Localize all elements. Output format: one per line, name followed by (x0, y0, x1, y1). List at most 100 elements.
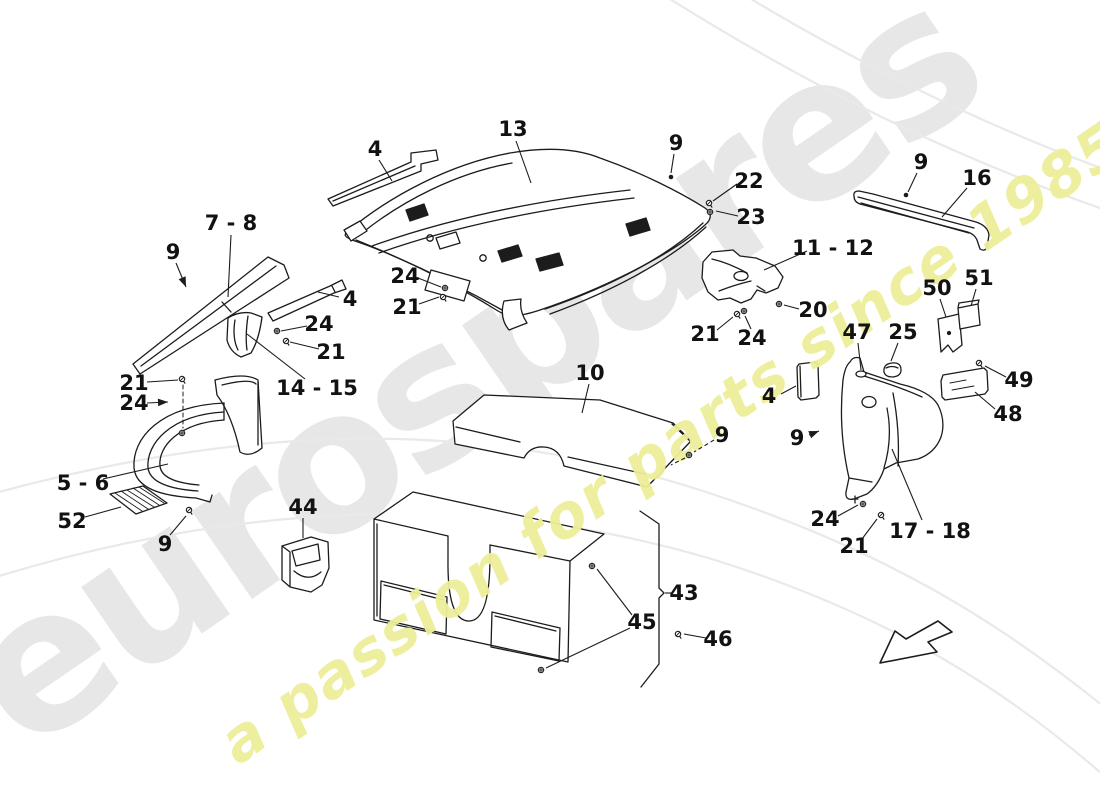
watermark-swoosh-2 (0, 512, 1100, 774)
fastener-screw-12 (877, 511, 885, 520)
callout-label-4-roof-strip: 4 (368, 137, 383, 161)
part-headliner-13 (343, 148, 711, 331)
callout-21-arch: 21 (119, 371, 179, 395)
fastener-screw-3 (439, 293, 447, 302)
part-clip-47 (855, 370, 867, 378)
callout-5-6: 5 - 6 (57, 463, 169, 495)
callout-4-pad: 4 (762, 384, 797, 408)
callout-50: 50 (922, 276, 952, 318)
callout-label-17-18: 17 - 18 (889, 519, 971, 543)
callout-24-arch: 24 (119, 391, 169, 415)
callout-10: 10 (575, 361, 605, 414)
callout-label-50: 50 (922, 276, 951, 300)
callout-label-52: 52 (57, 509, 86, 533)
fastener-nut-2 (441, 284, 449, 292)
callout-label-4-pillar-strip: 4 (343, 287, 358, 311)
callout-label-14-15: 14 - 15 (276, 376, 358, 400)
fastener-nut-4 (273, 327, 281, 335)
fastener-nut-7 (178, 429, 186, 437)
callout-label-44: 44 (288, 495, 317, 519)
callout-23: 23 (715, 205, 766, 229)
callout-43: 43 (665, 581, 699, 605)
callout-4-pillar-strip: 4 (317, 287, 358, 311)
callout-label-9-shelf: 9 (715, 423, 730, 447)
callout-52: 52 (57, 506, 122, 533)
callout-20: 20 (783, 298, 828, 322)
fastener-screw-8 (733, 310, 741, 319)
fastener-nut-15 (537, 666, 545, 674)
callout-label-9-headliner: 9 (669, 131, 684, 155)
callout-24-bpillar: 24 (737, 315, 767, 350)
callout-label-24-arch: 24 (119, 391, 148, 415)
part-apillar-trim-7-8 (132, 256, 290, 375)
callout-45: 45 (545, 568, 657, 669)
callout-17-18: 17 - 18 (889, 448, 971, 543)
watermark-swoosh-3 (669, 0, 1100, 210)
fastener-nut-1 (706, 208, 714, 216)
part-trunk-panel-43 (373, 491, 605, 663)
part-trim-14-15 (226, 311, 263, 358)
callout-label-9-cpillar: 9 (790, 426, 805, 450)
part-parcel-shelf-10 (452, 394, 692, 488)
callout-label-13: 13 (498, 117, 527, 141)
callout-9-apillar: 9 (166, 240, 187, 288)
fastener-nut-14 (588, 562, 596, 570)
callout-label-21-bpillar: 21 (690, 322, 719, 346)
callout-label-9-apillar: 9 (166, 240, 181, 264)
callout-9-arch: 9 (158, 515, 187, 556)
callout-label-21-roof: 21 (392, 295, 421, 319)
callout-4-roof-strip: 4 (368, 137, 393, 182)
parts-art (109, 148, 990, 688)
part-pad-4 (796, 361, 820, 401)
callout-label-21-pillar: 21 (316, 340, 345, 364)
callout-21-cpillar: 21 (839, 518, 878, 558)
callout-label-51: 51 (964, 266, 993, 290)
part-pad-51 (957, 299, 981, 330)
fastener-nut-10 (775, 300, 783, 308)
callout-46: 46 (683, 627, 733, 651)
callout-label-9-sill: 9 (914, 150, 929, 174)
callout-label-48: 48 (993, 402, 1022, 426)
callout-label-49: 49 (1004, 368, 1033, 392)
callout-label-22: 22 (734, 169, 763, 193)
callout-44: 44 (288, 495, 318, 538)
callout-label-4-pad: 4 (762, 384, 777, 408)
fastener-nut-9 (740, 307, 748, 315)
callout-label-24-pillar: 24 (304, 312, 333, 336)
callout-label-24-cpillar: 24 (810, 507, 839, 531)
callout-label-11-12: 11 - 12 (792, 236, 874, 260)
callout-7-8: 7 - 8 (205, 211, 257, 298)
callout-11-12: 11 - 12 (763, 236, 874, 271)
callout-14-15: 14 - 15 (246, 333, 358, 400)
part-plate-48 (940, 367, 989, 401)
callout-label-20: 20 (798, 298, 827, 322)
watermark-swoosh-4 (750, 0, 1100, 169)
callout-21-bpillar: 21 (690, 316, 734, 346)
callout-9-cpillar: 9 (790, 426, 820, 450)
callout-24-cpillar: 24 (810, 504, 859, 531)
callout-25: 25 (888, 320, 918, 362)
callout-9-sill: 9 (903, 150, 929, 198)
callout-47: 47 (842, 320, 872, 371)
fastener-screw-13 (975, 359, 983, 368)
callout-label-21-arch: 21 (119, 371, 148, 395)
fastener-screw-18 (185, 506, 193, 515)
part-pillar-strip-4 (267, 279, 347, 322)
callout-label-10: 10 (575, 361, 604, 385)
callout-21-pillar: 21 (289, 340, 346, 364)
part-bracket-44 (281, 536, 330, 593)
callout-label-45: 45 (627, 610, 656, 634)
watermark-swoosh-1 (0, 437, 1100, 706)
callout-label-46: 46 (703, 627, 732, 651)
callout-16: 16 (941, 166, 992, 218)
callout-label-47: 47 (842, 320, 871, 344)
callout-label-21-cpillar: 21 (839, 534, 868, 558)
bracket-43-brace (639, 510, 665, 688)
callout-label-25: 25 (888, 320, 917, 344)
callout-48: 48 (974, 391, 1023, 426)
part-bpillar-trim-11-12 (701, 249, 784, 304)
part-mat-52 (109, 485, 168, 515)
callout-9-headliner: 9 (669, 131, 684, 180)
